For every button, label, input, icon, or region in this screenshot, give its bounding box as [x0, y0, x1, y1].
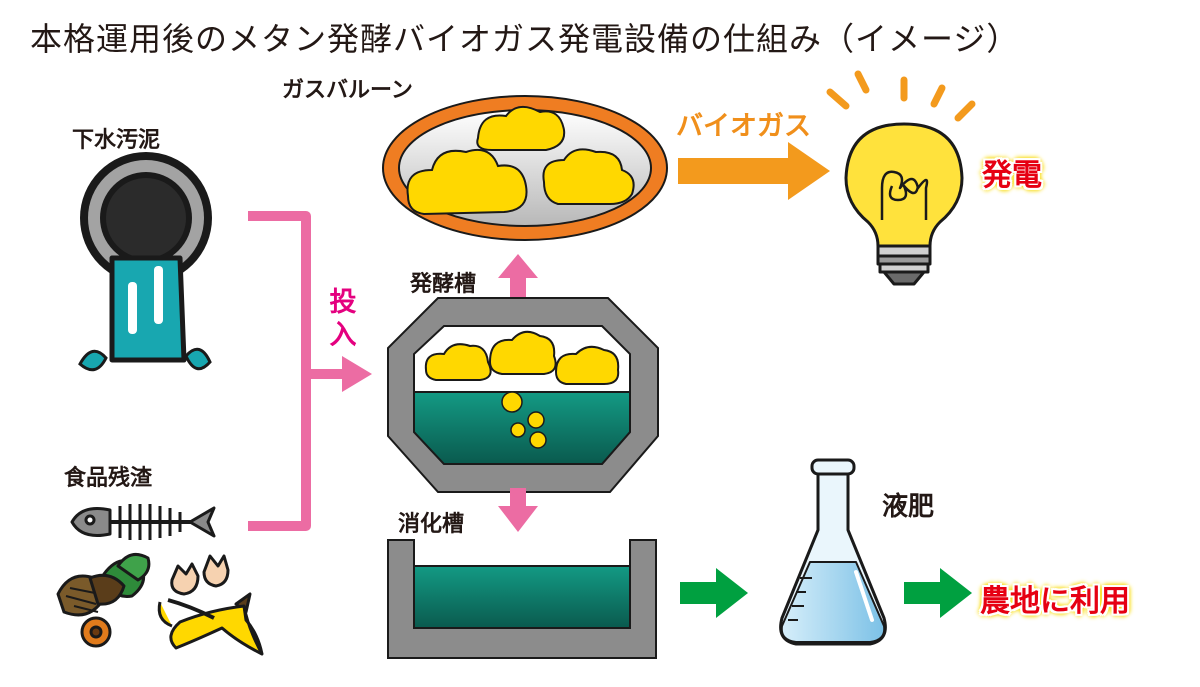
light-bulb-icon — [826, 70, 976, 286]
farmland-arrow — [904, 568, 972, 618]
power-generation-label: 発電 — [982, 158, 1042, 193]
egg-shell-icon — [170, 554, 230, 596]
gas-balloon-label: ガスバルーン — [282, 78, 413, 103]
food-waste-label: 食品残渣 — [64, 466, 153, 491]
sewage-sludge-label: 下水汚泥 — [72, 128, 161, 153]
fertilizer-arrow — [680, 568, 748, 618]
biogas-label: バイオガス — [676, 111, 811, 142]
fermentation-tank-icon — [387, 297, 659, 493]
biogas-arrow — [678, 142, 830, 200]
fermentation-tank-label: 発酵槽 — [410, 272, 477, 297]
digestion-tank-icon — [387, 539, 657, 659]
flask-icon — [779, 458, 887, 646]
liquid-fertilizer-label: 液肥 — [882, 492, 935, 522]
input-label: 投入 — [329, 287, 357, 351]
digestion-tank-label: 消化槽 — [398, 512, 465, 537]
fish-bone-icon — [70, 504, 216, 540]
vegetable-scraps-icon — [56, 552, 151, 648]
input-arrow — [248, 211, 372, 531]
diagram-title: 本格運用後のメタン発酵バイオガス発電設備の仕組み（イメージ） — [30, 20, 1020, 58]
gas-balloon-icon — [382, 95, 668, 241]
digestion-down-arrow — [498, 488, 538, 532]
gas-up-arrow — [498, 254, 538, 304]
farmland-use-label: 農地に利用 — [980, 584, 1130, 619]
sewer-pipe-icon — [78, 152, 212, 372]
banana-peel-icon — [157, 592, 264, 656]
